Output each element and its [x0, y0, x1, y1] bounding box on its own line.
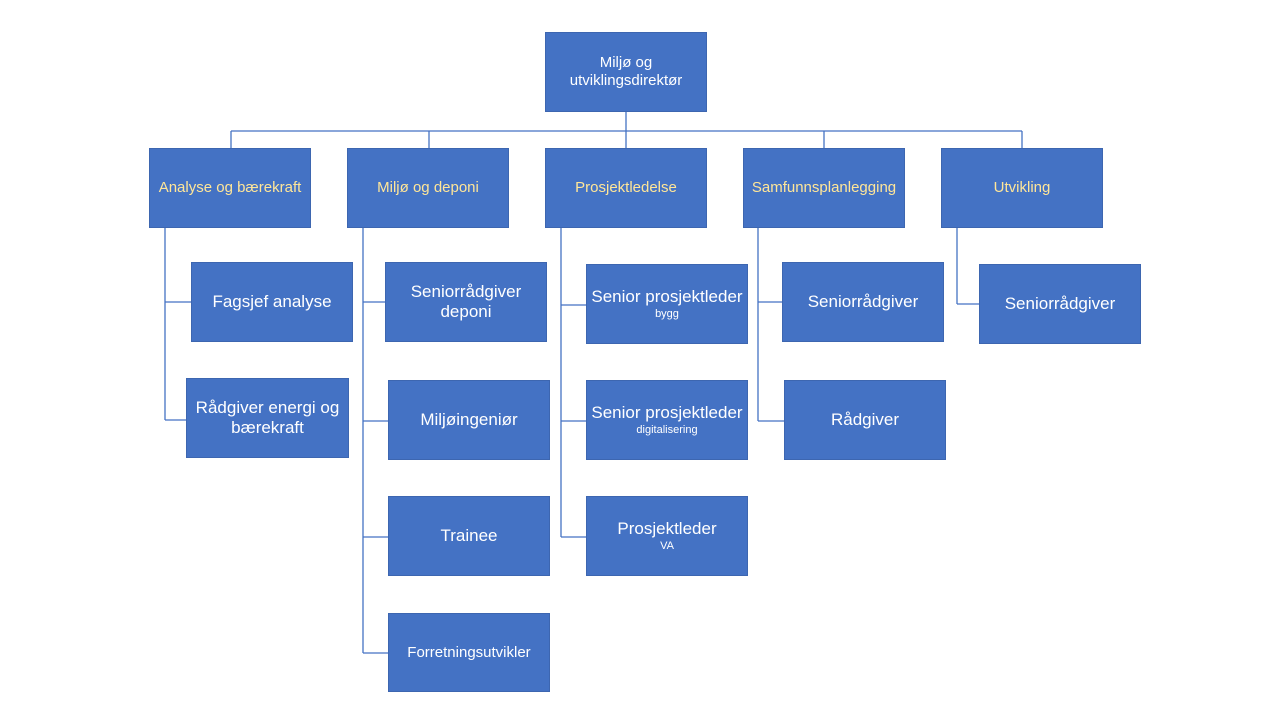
role-label: Rådgiver energi og bærekraft — [195, 397, 340, 437]
dept-samfunn-box: Samfunnsplanlegging — [743, 148, 905, 228]
role-label: Seniorrådgiver — [807, 291, 919, 311]
role-label: Senior prosjektleder — [591, 402, 743, 422]
role-label: Seniorrådgiver deponi — [410, 281, 522, 321]
role-sublabel: VA — [660, 540, 674, 553]
role-box: Senior prosjektleder bygg — [586, 264, 748, 344]
dept-analyse-box: Analyse og bærekraft — [149, 148, 311, 228]
dept-label: Miljø og deponi — [377, 179, 479, 196]
dept-label: Utvikling — [993, 179, 1051, 196]
role-label: Rådgiver — [830, 409, 900, 429]
director-label: Miljø og utviklingsdirektør — [569, 54, 683, 89]
role-label: Senior prosjektleder — [591, 286, 743, 306]
dept-label: Analyse og bærekraft — [158, 179, 302, 196]
role-box: Seniorrådgiver — [782, 262, 944, 342]
role-label: Prosjektleder — [617, 518, 717, 538]
role-box: Trainee — [388, 496, 550, 576]
dept-label: Prosjektledelse — [575, 179, 677, 196]
role-box: Fagsjef analyse — [191, 262, 353, 342]
role-box: Forretningsutvikler — [388, 613, 550, 692]
role-box: Senior prosjektleder digitalisering — [586, 380, 748, 460]
role-label: Trainee — [440, 525, 498, 545]
role-box: Seniorrådgiver — [979, 264, 1141, 344]
role-box: Prosjektleder VA — [586, 496, 748, 576]
role-label: Miljøingeniør — [420, 409, 518, 429]
role-box: Rådgiver energi og bærekraft — [186, 378, 349, 458]
role-label: Forretningsutvikler — [407, 643, 531, 661]
dept-miljo-box: Miljø og deponi — [347, 148, 509, 228]
dept-utvikling-box: Utvikling — [941, 148, 1103, 228]
dept-label: Samfunnsplanlegging — [751, 179, 897, 196]
role-sublabel: bygg — [655, 308, 679, 321]
dept-prosjekt-box: Prosjektledelse — [545, 148, 707, 228]
role-box: Seniorrådgiver deponi — [385, 262, 547, 342]
director-box: Miljø og utviklingsdirektør — [545, 32, 707, 112]
role-box: Rådgiver — [784, 380, 946, 460]
role-label: Seniorrådgiver — [1004, 293, 1116, 313]
role-label: Fagsjef analyse — [212, 291, 332, 311]
role-sublabel: digitalisering — [636, 424, 698, 437]
role-box: Miljøingeniør — [388, 380, 550, 460]
